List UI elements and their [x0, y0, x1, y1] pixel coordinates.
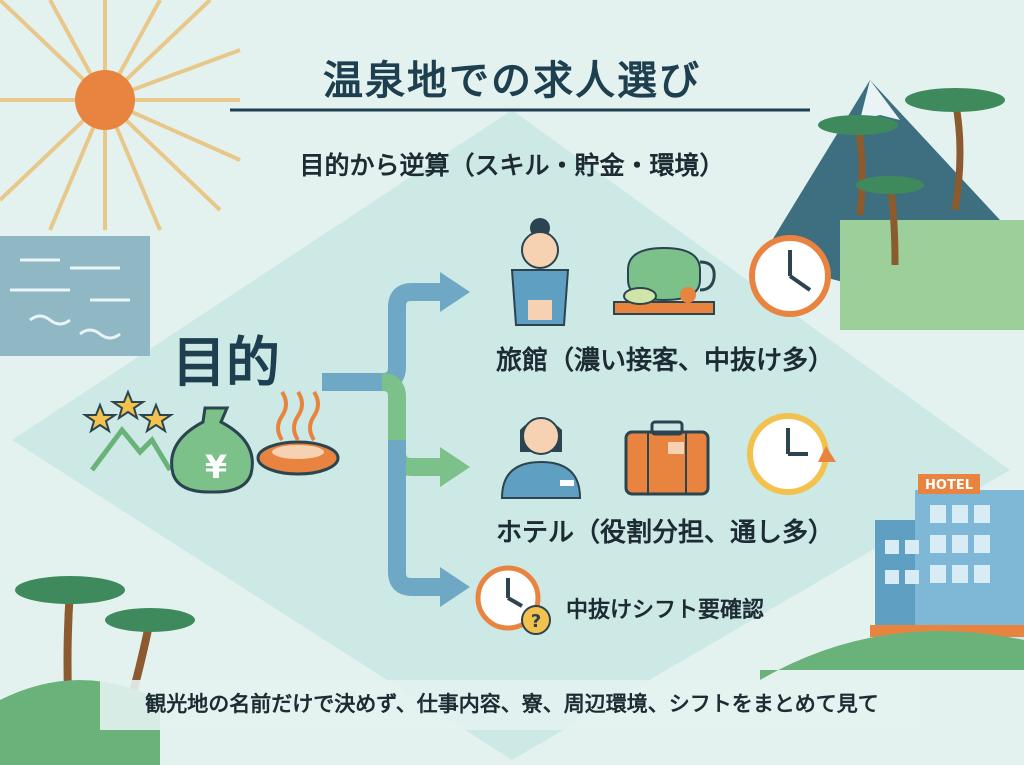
goal-label: 目的 — [172, 331, 280, 394]
clock-cycle-icon — [747, 413, 836, 495]
suitcase-icon — [624, 420, 710, 496]
palm-tree-icon — [0, 576, 195, 765]
svg-text:¥: ¥ — [205, 448, 227, 486]
hot-spring-icon — [256, 390, 340, 476]
page-title: 温泉地での求人選び — [323, 58, 701, 104]
sea — [0, 236, 150, 356]
tea-set-icon — [613, 246, 716, 315]
footer-note: 観光地の名前だけで決めず、仕事内容、寮、周辺環境、シフトをまとめて見て — [145, 692, 879, 716]
bowing-staff-icon — [510, 218, 570, 326]
sun-icon — [0, 0, 241, 231]
branch-arrows — [322, 272, 470, 607]
background-diamond — [12, 110, 1010, 760]
stars-mountain-icon — [81, 389, 175, 472]
branch-label-hotel: ホテル（役割分担、通し多） — [496, 518, 835, 548]
clock-question-icon: ? — [475, 565, 551, 635]
palm-tree-icon — [818, 88, 1005, 266]
footer-band — [100, 680, 920, 730]
hotel-sign: HOTEL — [925, 478, 973, 493]
branch-label-shift: 中抜けシフト要確認 — [566, 598, 765, 623]
clock-icon — [749, 235, 831, 317]
hotel-staff-icon — [500, 417, 582, 499]
subtitle: 目的から逆算（スキル・貯金・環境） — [299, 151, 725, 180]
svg-text:?: ? — [531, 611, 541, 632]
yen-money-bag-icon: ¥ — [170, 406, 254, 494]
hotel-building — [760, 474, 1024, 680]
branch-label-ryokan: 旅館（濃い接客、中抜け多） — [496, 346, 835, 376]
